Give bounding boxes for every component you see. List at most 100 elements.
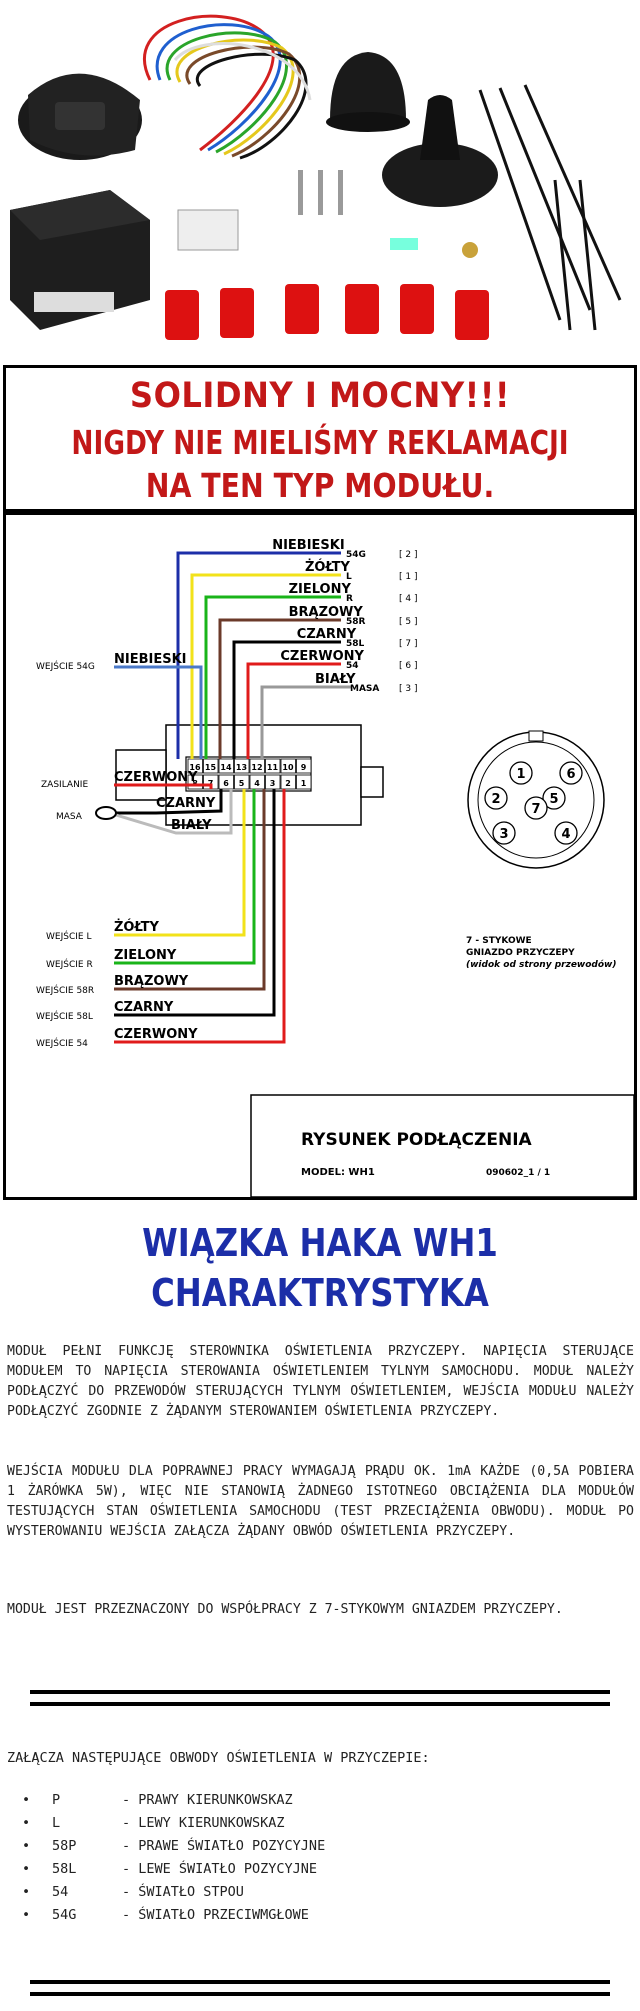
socket-pin-number: 5 bbox=[549, 792, 558, 807]
circuit-item: •P- PRAWY KIERUNKOWSKAZ bbox=[22, 1789, 325, 1812]
socket-pin-number: 3 bbox=[499, 827, 508, 842]
output-wire-name: BRĄZOWY bbox=[289, 605, 364, 620]
connector-pin-number: 15 bbox=[205, 763, 217, 772]
output-wire-name: ŻÓŁTY bbox=[305, 559, 351, 575]
ground-label: MASA bbox=[56, 812, 83, 822]
circuit-item: •58P- PRAWE ŚWIATŁO POZYCYJNE bbox=[22, 1835, 325, 1858]
connector-pin bbox=[234, 774, 250, 790]
connector-pin-number: 6 bbox=[223, 779, 229, 788]
output-code: L bbox=[346, 572, 352, 582]
connector-pin bbox=[187, 758, 203, 774]
description-paragraph-1: MODUŁ PEŁNI FUNKCJĘ STEROWNIKA OŚWIETLEN… bbox=[7, 1344, 634, 1419]
product-heading: WIĄZKA HAKA WH1 CHARAKTRYSTYKA bbox=[0, 1218, 640, 1318]
connector-pin-number: 3 bbox=[270, 779, 276, 788]
heading-line-2: CHARAKTRYSTYKA bbox=[151, 1271, 489, 1315]
ground-wire-line bbox=[115, 789, 233, 835]
connector-pin bbox=[218, 758, 234, 774]
divider bbox=[30, 1980, 610, 1984]
input-wire-name: BRĄZOWY bbox=[114, 974, 189, 989]
input-54g-wire: NIEBIESKI bbox=[114, 652, 187, 667]
output-wire-name: BIAŁY bbox=[315, 672, 356, 687]
diagram-model: MODEL: WH1 bbox=[301, 1167, 375, 1178]
output-wire-name: CZARNY bbox=[297, 627, 357, 642]
input-wire-line bbox=[114, 789, 286, 1044]
circuit-code: 58L bbox=[52, 1861, 77, 1877]
circuit-description: - ŚWIATŁO PRZECIWMGŁOWE bbox=[122, 1907, 309, 1923]
output-wire-name: ZIELONY bbox=[289, 582, 352, 597]
product-photo bbox=[0, 0, 640, 362]
connector-pin-number: 11 bbox=[267, 763, 279, 772]
bullet-icon: • bbox=[22, 1907, 31, 1923]
connector-pin bbox=[234, 758, 250, 774]
circuits-heading: ZAŁĄCZA NASTĘPUJĄCE OBWODY OŚWIETLENIA W… bbox=[7, 1750, 430, 1766]
title-block bbox=[250, 1094, 635, 1198]
circuits-list: •P- PRAWY KIERUNKOWSKAZ•L- LEWY KIERUNKO… bbox=[22, 1789, 325, 1927]
output-wire bbox=[218, 618, 341, 759]
module-left-tab bbox=[115, 749, 167, 801]
output-wire bbox=[260, 685, 351, 759]
diagram-title: RYSUNEK PODŁĄCZENIA bbox=[301, 1130, 533, 1150]
socket-caption-2: GNIAZDO PRZYCZEPY bbox=[466, 948, 575, 958]
input-label: WEJŚCIE 54 bbox=[36, 1037, 88, 1049]
input-wire-name: ŻÓŁTY bbox=[114, 919, 160, 935]
banner-line-1: SOLIDNY I MOCNY!!! bbox=[129, 376, 511, 416]
output-wire bbox=[176, 551, 341, 759]
ground-wire-1: CZARNY bbox=[156, 796, 216, 811]
circuit-code: 54G bbox=[52, 1907, 77, 1923]
connector-pin bbox=[249, 758, 265, 774]
ground-wire-line bbox=[116, 789, 223, 815]
socket-pin bbox=[492, 821, 516, 845]
input-54g-label: WEJŚCIE 54G bbox=[36, 660, 95, 672]
socket-pin bbox=[559, 761, 583, 785]
connector-pin bbox=[218, 774, 234, 790]
circuit-item: •58L- LEWE ŚWIATŁO POZYCYJNE bbox=[22, 1858, 325, 1881]
output-code: 54G bbox=[346, 550, 366, 560]
socket-pin-number: 6 bbox=[566, 767, 575, 782]
connector-pin bbox=[249, 774, 265, 790]
output-pin: [ 5 ] bbox=[399, 617, 417, 627]
output-code: 58R bbox=[346, 617, 366, 627]
circuit-item: • 54G - ŚWIATŁO PRZECIWMGŁOWE bbox=[22, 1904, 325, 1927]
connector-pin-number: 13 bbox=[236, 763, 247, 772]
power-wire-line bbox=[114, 783, 213, 789]
input-wire-name: CZARNY bbox=[114, 1000, 174, 1015]
divider bbox=[30, 1690, 610, 1694]
bullet-icon: • bbox=[22, 1792, 31, 1808]
circuit-item: •L- LEWY KIERUNKOWSKAZ bbox=[22, 1812, 325, 1835]
output-wire bbox=[246, 662, 341, 759]
circuit-description: - PRAWE ŚWIATŁO POZYCYJNE bbox=[122, 1838, 326, 1854]
circuit-code: 58P bbox=[52, 1838, 77, 1854]
bullet-icon: • bbox=[22, 1815, 31, 1831]
description-paragraph-3: MODUŁ JEST PRZEZNACZONY DO WSPÓŁPRACY Z … bbox=[7, 1602, 563, 1617]
output-pin: [ 6 ] bbox=[399, 661, 417, 671]
socket-pin bbox=[542, 786, 566, 810]
output-pin: [ 3 ] bbox=[399, 684, 417, 694]
power-label: ZASILANIE bbox=[41, 780, 88, 790]
input-wire-line bbox=[114, 789, 246, 937]
output-wire bbox=[232, 640, 341, 759]
input-label: WEJŚCIE 58R bbox=[36, 984, 94, 996]
circuit-item: •54- ŚWIATŁO STPOU bbox=[22, 1881, 325, 1904]
socket-pin bbox=[484, 786, 508, 810]
connector-pin-number: 5 bbox=[239, 779, 245, 788]
connector-pin-number: 14 bbox=[220, 763, 232, 772]
input-wire-line bbox=[114, 789, 266, 991]
output-code: MASA bbox=[350, 684, 379, 694]
diagram-doc-code: 090602_1 / 1 bbox=[486, 1168, 550, 1178]
ground-ring-icon bbox=[95, 806, 117, 820]
input-wire-line bbox=[114, 789, 276, 1017]
connector-pin bbox=[280, 774, 296, 790]
connector-pin bbox=[265, 758, 281, 774]
connector-pin-number: 2 bbox=[285, 779, 291, 788]
module-right-tab bbox=[360, 766, 384, 798]
input-label: WEJŚCIE R bbox=[46, 958, 93, 970]
bullet-icon: • bbox=[22, 1884, 31, 1900]
socket-caption-3: (widok od strony przewodów) bbox=[466, 959, 616, 970]
socket-pin-number: 1 bbox=[516, 767, 525, 782]
output-pin: [ 2 ] bbox=[399, 550, 417, 560]
input-wire-line bbox=[114, 789, 256, 965]
input-label: WEJŚCIE L bbox=[46, 930, 91, 942]
banner-line-3: NA TEN TYP MODUŁU. bbox=[145, 466, 495, 505]
banner-line-2: NIGDY NIE MIELIŚMY REKLAMACJI bbox=[71, 423, 569, 462]
heading-line-1: WIĄZKA HAKA WH1 bbox=[142, 1221, 498, 1265]
